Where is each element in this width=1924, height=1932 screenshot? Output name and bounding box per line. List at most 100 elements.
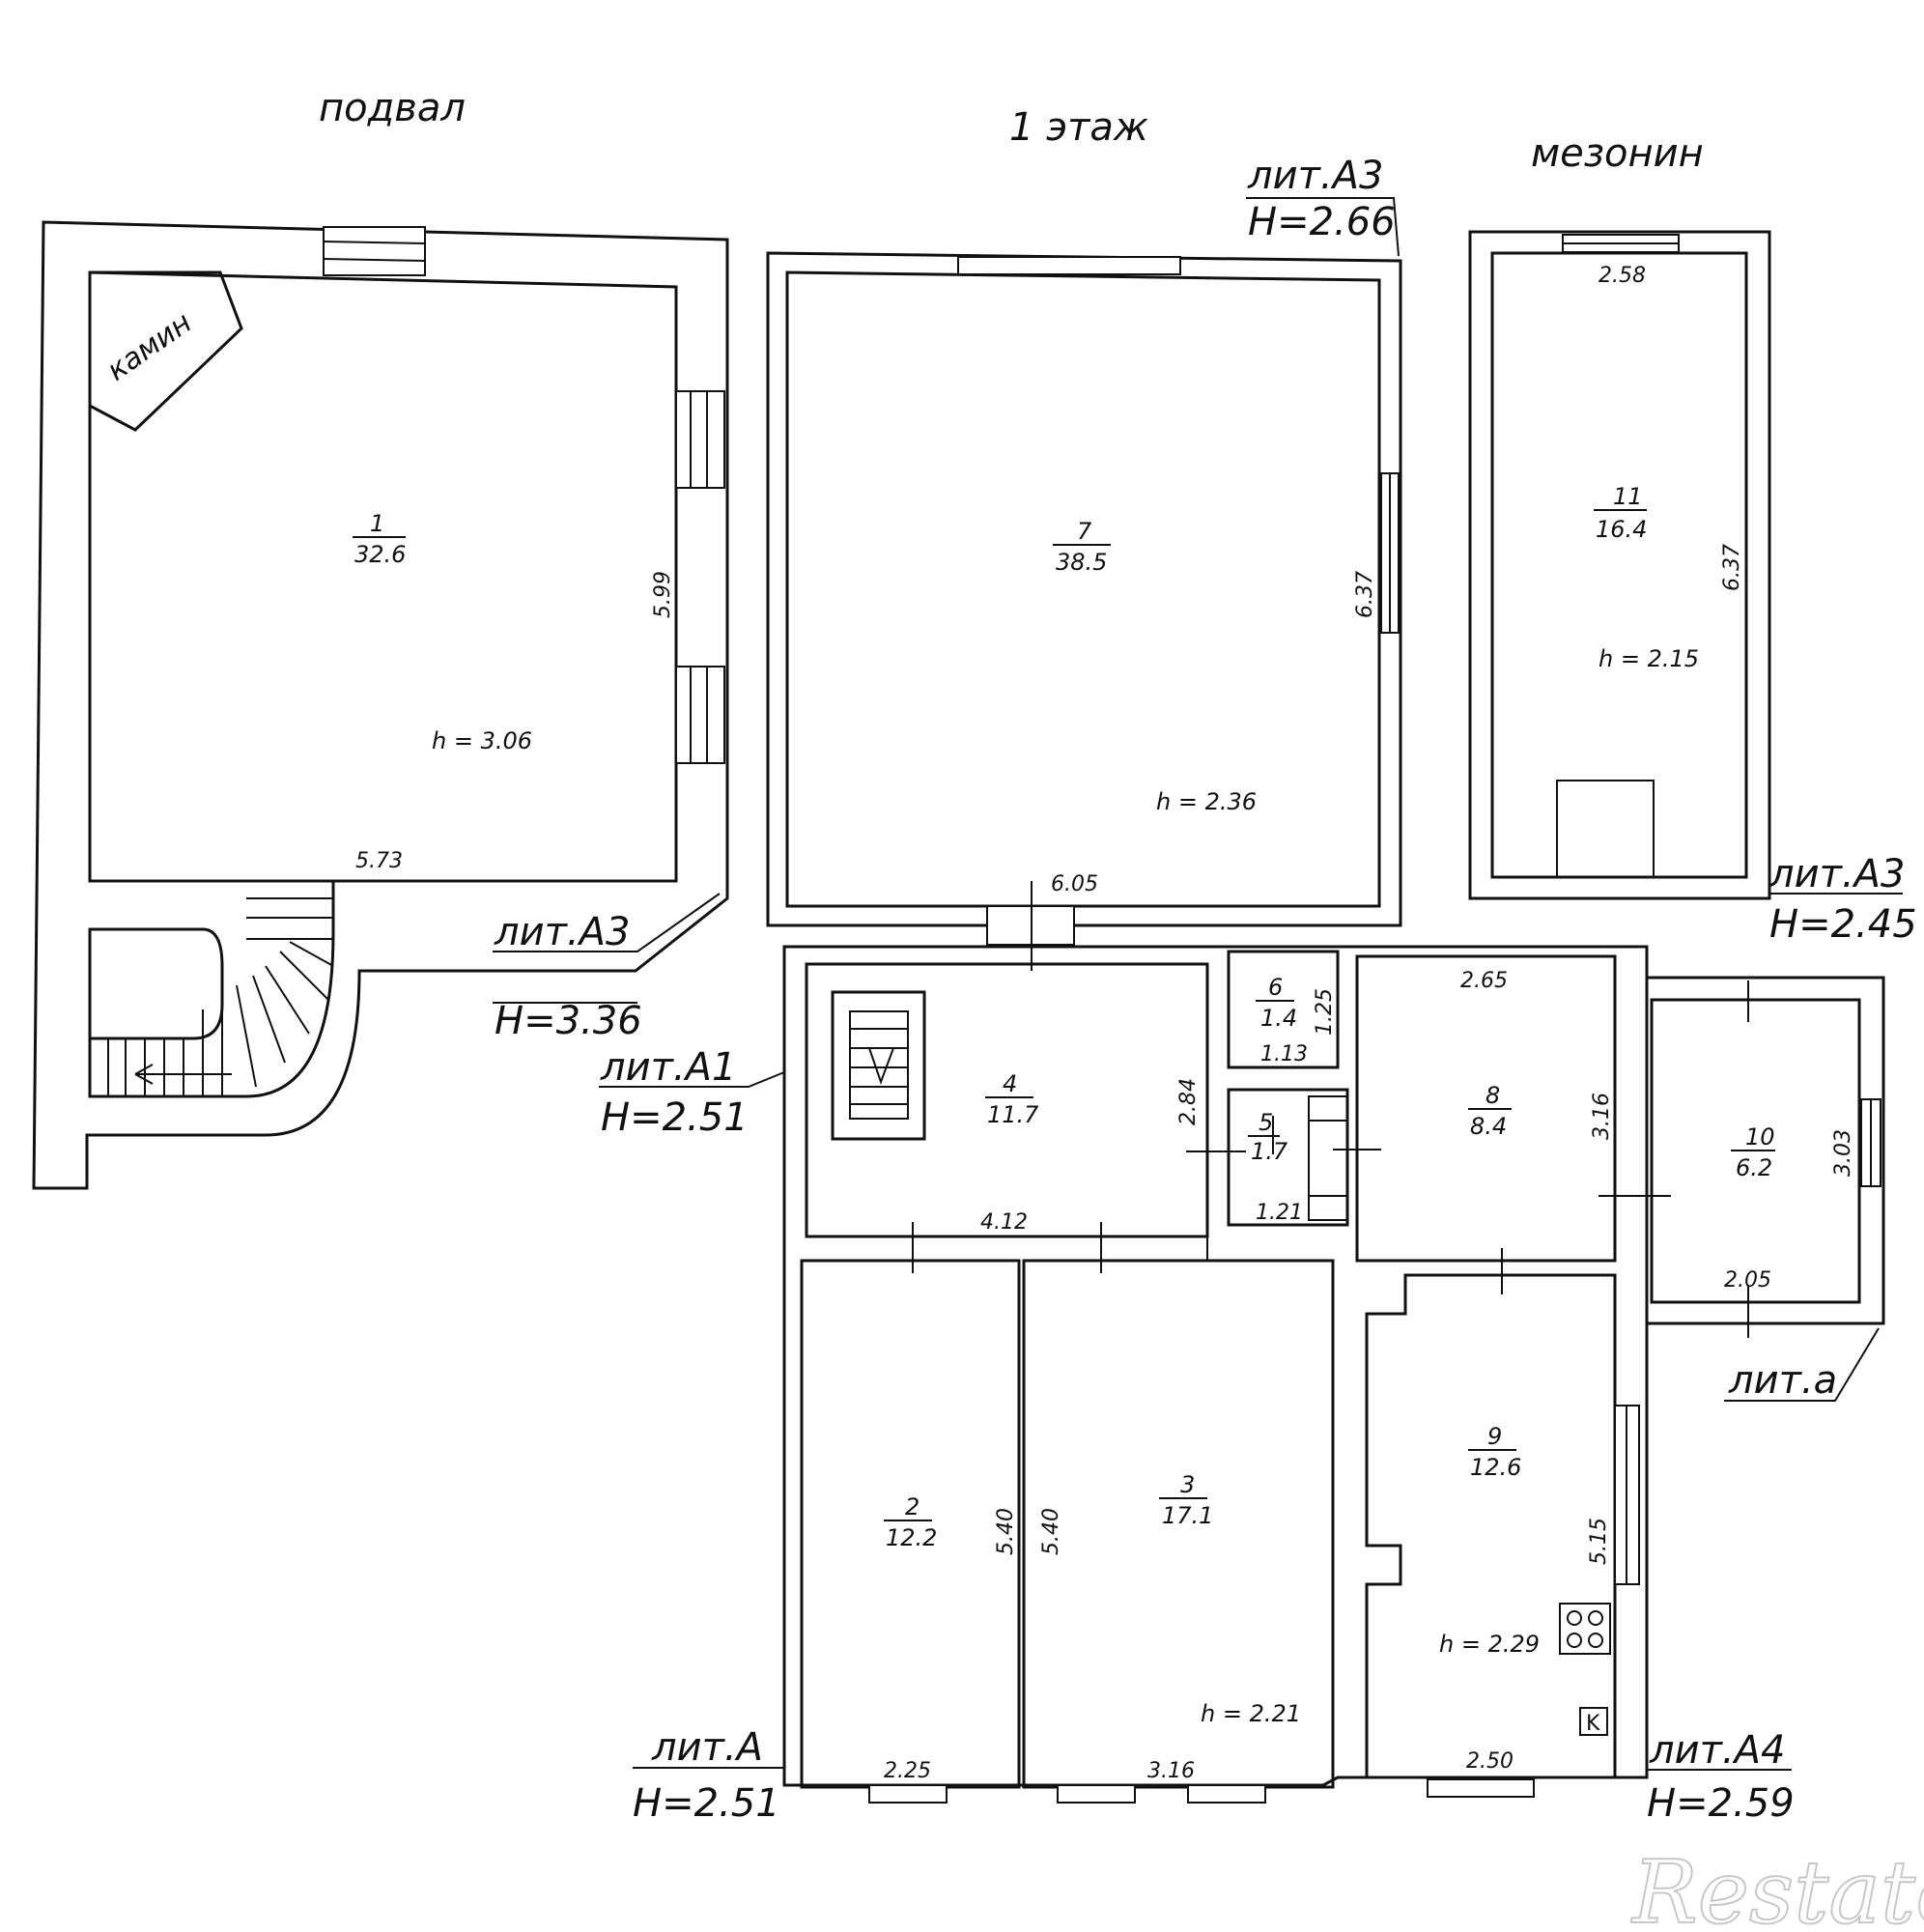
- room-4-area: 11.7: [987, 1101, 1039, 1128]
- room10-outer-wall: [1647, 976, 1885, 1325]
- room-1-number: 1: [370, 510, 384, 537]
- room11-inner-wall: [1490, 251, 1748, 879]
- basement-outer-wall: [32, 220, 729, 1190]
- liter-a-height: H=2.51: [633, 1781, 780, 1826]
- liter-a1-height: H=2.51: [601, 1095, 749, 1140]
- r7-width-dim: 6.05: [1051, 872, 1098, 896]
- liter-a4-name: лит.А4: [1649, 1728, 1785, 1773]
- liter-a3-basement-name: лит.А3: [494, 910, 630, 954]
- room-11-number: 11: [1613, 483, 1643, 510]
- basement-staircase: [107, 897, 334, 1096]
- room-11-area: 16.4: [1596, 516, 1647, 543]
- room-6-area: 1.4: [1260, 1005, 1297, 1032]
- boiler-label: K: [1586, 1712, 1600, 1736]
- r11-width-dim: 2.58: [1599, 264, 1646, 288]
- room-1-area: 32.6: [354, 541, 406, 568]
- room-2-area: 12.2: [886, 1524, 937, 1551]
- liter-a3-top-name: лит.А3: [1247, 154, 1383, 198]
- mezzanine-title: мезонин: [1531, 131, 1704, 176]
- r2-length-dim: 5.40: [994, 1508, 1018, 1555]
- room7-window-top: [957, 256, 1181, 275]
- r8-width-dim: 2.65: [1460, 969, 1508, 993]
- room1-height: h = 3.06: [432, 727, 532, 754]
- r11-length-dim: 6.37: [1720, 544, 1744, 591]
- room-labels: 1 32.6 7 38.5 11 16.4 4 11.7 6 1.4 5 1.7…: [353, 483, 1775, 1551]
- liter-a3-mezz-height: H=2.45: [1769, 902, 1917, 947]
- r2-width-dim: 2.25: [884, 1759, 931, 1783]
- room-10-area: 6.2: [1736, 1154, 1772, 1181]
- basement-window-right-1: [675, 390, 725, 489]
- liter-a4-height: H=2.59: [1647, 1781, 1795, 1826]
- room4-wall: [805, 962, 1209, 1238]
- room11-height: h = 2.15: [1599, 645, 1699, 672]
- room7-outer-wall: [766, 251, 1402, 927]
- stove-icon: [1559, 1603, 1611, 1655]
- room4-stair-icon: [831, 990, 926, 1141]
- room-3-area: 17.1: [1162, 1502, 1213, 1529]
- room2-window: [868, 1784, 948, 1804]
- basement-window-top: [323, 226, 426, 276]
- room6-wall: [1227, 950, 1340, 1069]
- room-7-area: 38.5: [1056, 549, 1107, 576]
- liter-small-a-name: лит.а: [1728, 1358, 1837, 1403]
- r1-width-dim: 5.73: [355, 849, 403, 873]
- room-5-area: 1.7: [1251, 1138, 1288, 1165]
- r8-height-dim: 3.16: [1590, 1093, 1614, 1140]
- room-10-number: 10: [1745, 1123, 1775, 1151]
- room11-stair-opening: [1556, 780, 1655, 878]
- room3-window-1: [1057, 1784, 1136, 1804]
- basement-stair-well: [88, 879, 335, 1098]
- liter-a-name: лит.А: [651, 1725, 763, 1770]
- dimensions: 5.99 5.73 6.37 6.05 2.58 6.37 2.84 4.12 …: [355, 264, 1855, 1783]
- room11-outer-wall: [1468, 230, 1771, 900]
- r3-width-dim: 3.16: [1147, 1759, 1195, 1783]
- basement-title: подвал: [319, 86, 466, 130]
- room3-window-2: [1187, 1784, 1266, 1804]
- r3-length-dim: 5.40: [1039, 1508, 1063, 1555]
- r7-length-dim: 6.37: [1353, 571, 1377, 618]
- fireplace-icon: [88, 270, 243, 432]
- room9-height: h = 2.29: [1439, 1631, 1540, 1658]
- r4-width-dim: 4.12: [980, 1210, 1028, 1235]
- room2-wall: [800, 1259, 1021, 1789]
- fireplace-label: камин: [101, 306, 199, 388]
- room-4-number: 4: [1003, 1070, 1017, 1097]
- room-8-area: 8.4: [1470, 1113, 1507, 1140]
- room-3-number: 3: [1180, 1471, 1195, 1498]
- liter-a3-mezz-name: лит.А3: [1768, 852, 1905, 896]
- boiler-icon: [1579, 1707, 1608, 1736]
- liter-a3-basement-height: H=3.36: [495, 999, 642, 1043]
- r9-length-dim: 5.15: [1587, 1518, 1611, 1565]
- r10-width-dim: 2.05: [1724, 1268, 1771, 1293]
- r6-height-dim: 1.25: [1313, 988, 1337, 1036]
- room5-wall: [1227, 1088, 1349, 1227]
- r6-width-dim: 1.13: [1260, 1042, 1308, 1066]
- liter-a1-name: лит.А1: [600, 1045, 736, 1090]
- first-floor-title: 1 этаж: [1009, 105, 1148, 150]
- room-5-number: 5: [1259, 1109, 1273, 1136]
- room-9-number: 9: [1487, 1423, 1502, 1450]
- room-8-number: 8: [1485, 1082, 1500, 1109]
- room-2-number: 2: [905, 1493, 920, 1520]
- room9-wall: [1365, 1273, 1617, 1779]
- room3-height: h = 2.21: [1201, 1700, 1301, 1727]
- basement-inner-wall: [88, 270, 678, 883]
- mezzanine-plan: [1468, 230, 1903, 900]
- watermark-logo: Restate: [1630, 1842, 1924, 1932]
- r4-height-dim: 2.84: [1176, 1078, 1201, 1125]
- r9-width-dim: 2.50: [1466, 1749, 1514, 1774]
- room7-inner-wall: [785, 270, 1381, 908]
- room10-inner-wall: [1650, 998, 1861, 1304]
- room-7-number: 7: [1077, 518, 1092, 545]
- basement-window-right-2: [675, 666, 725, 764]
- main-body-outer-wall: [782, 945, 1649, 1787]
- liter-a3-top-height: H=2.66: [1248, 200, 1396, 244]
- first-floor-plan: K: [599, 197, 1885, 1804]
- room7-height: h = 2.36: [1156, 788, 1257, 815]
- room8-wall: [1355, 954, 1617, 1263]
- room9-window-bottom: [1427, 1778, 1535, 1798]
- basement-plan: камин: [32, 220, 729, 1190]
- r5-width-dim: 1.21: [1256, 1201, 1303, 1225]
- room3-wall: [1022, 1259, 1335, 1789]
